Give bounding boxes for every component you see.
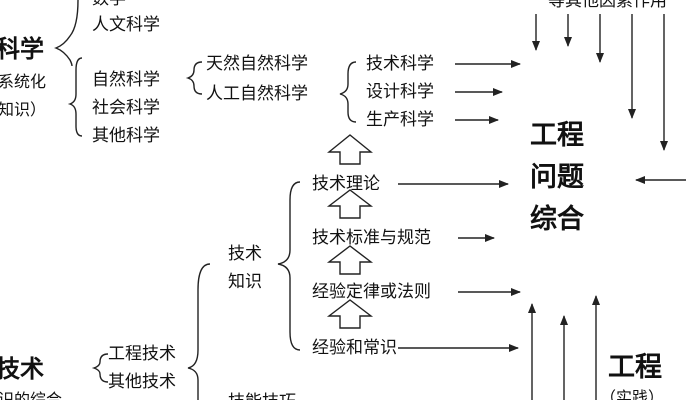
node-science-title: 科学 — [0, 35, 44, 63]
node-other-tech: 其他技术 — [108, 372, 176, 392]
hollow-arrow-standards — [326, 245, 374, 275]
node-eng-problem-2: 问题 — [530, 162, 584, 193]
node-experience-common: 经验和常识 — [312, 338, 397, 358]
node-tech-knowledge-1: 技术 — [228, 244, 262, 264]
node-social-science: 社会科学 — [92, 98, 160, 118]
node-empirical-laws: 经验定律或法则 — [312, 282, 431, 302]
node-knowledge-synthesis: 识的综合 — [0, 390, 63, 400]
node-design-science: 设计科学 — [366, 82, 434, 102]
node-natural-science: 自然科学 — [92, 70, 160, 90]
node-eng-problem-1: 工程 — [530, 120, 584, 151]
brace-science-branches — [67, 57, 83, 137]
node-humanities: 人文科学 — [92, 15, 160, 35]
node-tech-science: 技术科学 — [366, 54, 434, 74]
node-artificial-natural-science: 人工自然科学 — [206, 84, 308, 104]
node-eng-problem-3: 综合 — [530, 204, 584, 235]
node-science-sub1: 系统化 — [0, 72, 47, 91]
node-practice: （实践） — [600, 388, 665, 400]
node-skills: 技能技巧 — [228, 392, 296, 400]
brace-technology — [187, 263, 211, 400]
node-other-science: 其他科学 — [92, 126, 160, 146]
node-tech-knowledge-2: 知识 — [228, 272, 262, 292]
node-other-factors: 等其他因素作用 — [548, 0, 667, 11]
brace-tech-knowledge — [277, 181, 301, 351]
node-natural-natural-science: 天然自然科学 — [206, 54, 308, 74]
hollow-arrow-empirical — [326, 299, 374, 329]
node-eng-tech: 工程技术 — [108, 344, 176, 364]
node-production-science: 生产科学 — [366, 110, 434, 130]
brace-natural-science — [185, 61, 203, 95]
node-technology-title: 技术 — [0, 355, 44, 383]
brace-tech-types — [91, 353, 109, 383]
hollow-arrow-theory — [326, 189, 374, 219]
node-science-sub2: 知识） — [0, 100, 47, 119]
node-tech-theory: 技术理论 — [312, 174, 380, 194]
brace-science-upper — [54, 0, 79, 67]
node-tech-standards: 技术标准与规范 — [312, 228, 431, 248]
node-engineering-title: 工程 — [608, 352, 662, 383]
node-math: 数学 — [92, 0, 126, 9]
hollow-arrow-production — [327, 134, 373, 165]
brace-artificial-science — [339, 61, 357, 123]
